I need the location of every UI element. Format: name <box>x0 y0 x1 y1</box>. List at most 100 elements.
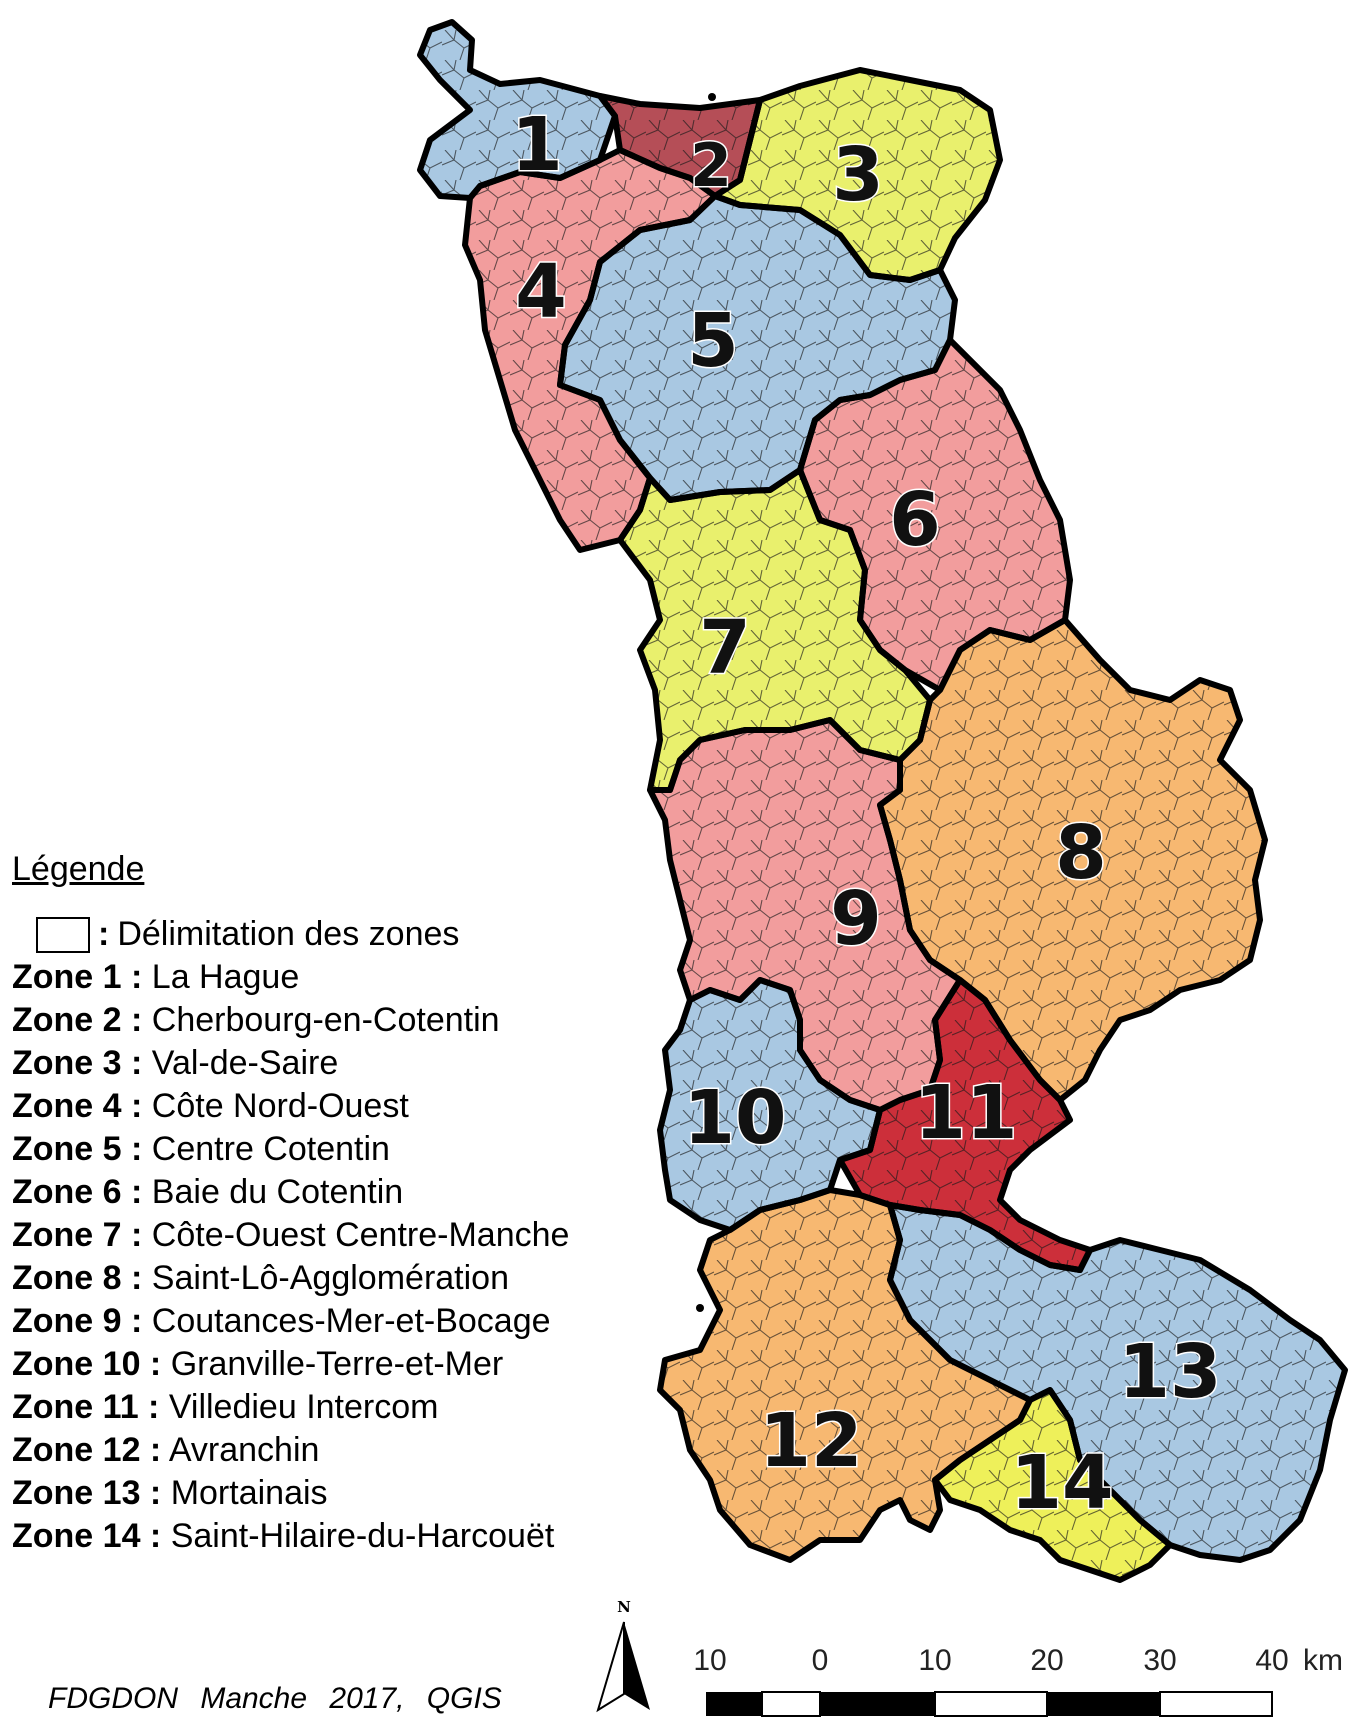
legend-zone-entry: Zone 5 : Centre Cotentin <box>12 1128 652 1171</box>
zone-number: 1 <box>511 102 563 188</box>
commune-texture <box>660 980 880 1230</box>
zone-number: 7 <box>699 605 751 691</box>
zone-border <box>887 1202 1348 1563</box>
scale-unit-label: km <box>1303 1644 1343 1677</box>
zone-number: 10 <box>684 1075 787 1161</box>
commune-texture <box>600 96 760 196</box>
scale-tick-label: 0 <box>812 1644 829 1677</box>
zone-number-labels: 1 2 3 4 5 6 7 8 9 10 11 12 13 14 <box>510 101 1223 1528</box>
legend-zone-label: Zone 12 : <box>12 1431 162 1469</box>
legend-zone-label: Zone 14 : <box>12 1517 162 1555</box>
zone-number: 2 <box>690 131 732 201</box>
legend-zone-name: Mortainais <box>170 1474 328 1512</box>
legend-boundary-label: Délimitation des zones <box>117 915 460 953</box>
legend-zone-label: Zone 1 : <box>12 958 143 996</box>
legend-zone-label: Zone 8 : <box>12 1259 143 1297</box>
commune-texture <box>715 70 1000 280</box>
map-credit: FDGDON Manche 2017, QGIS <box>48 1682 502 1715</box>
legend-zone-entry: Zone 9 : Coutances-Mer-et-Bocage <box>12 1300 652 1343</box>
commune-texture <box>890 1205 1345 1560</box>
legend-zone-label: Zone 2 : <box>12 1001 143 1039</box>
commune-texture <box>800 340 1070 690</box>
scale-tick-label: 30 <box>1143 1644 1176 1677</box>
scale-tick-label: 40 <box>1255 1644 1288 1677</box>
island-marker <box>708 93 716 101</box>
legend-zone-entry: Zone 8 : Saint-Lô-Agglomération <box>12 1257 652 1300</box>
zone-number: 3 <box>832 132 884 218</box>
legend-zone-entry: Zone 4 : Côte Nord-Ouest <box>12 1085 652 1128</box>
legend-zone-entry: Zone 14 : Saint-Hilaire-du-Harcouët <box>12 1515 652 1558</box>
legend-zone-entry: Zone 12 : Avranchin <box>12 1429 652 1472</box>
legend-zone-entry: Zone 13 : Mortainais <box>12 1472 652 1515</box>
scale-segment <box>934 1691 1048 1717</box>
legend-zone-label: Zone 7 : <box>12 1216 143 1254</box>
scale-tick-label: 20 <box>1030 1644 1063 1677</box>
legend-zone-label: Zone 4 : <box>12 1087 143 1125</box>
legend-zone-name: Côte-Ouest Centre-Manche <box>151 1216 570 1254</box>
legend-zone-label: Zone 3 : <box>12 1044 143 1082</box>
scale-segment <box>820 1692 935 1716</box>
scale-segment <box>1159 1691 1273 1717</box>
legend-title: Légende <box>12 850 145 888</box>
legend-zone-name: Granville-Terre-et-Mer <box>170 1345 504 1383</box>
legend-zone-label: Zone 5 : <box>12 1130 143 1168</box>
legend-zone-entry: Zone 10 : Granville-Terre-et-Mer <box>12 1343 652 1386</box>
legend-zone-name: Val-de-Saire <box>151 1044 339 1082</box>
legend-zone-name: Villedieu Intercom <box>168 1388 439 1426</box>
legend-zone-name: Saint-Lô-Agglomération <box>151 1259 509 1297</box>
zone-number: 5 <box>687 298 739 384</box>
north-arrow: N <box>596 1598 650 1713</box>
north-arrow-right-half <box>624 1622 650 1710</box>
scale-segment <box>706 1692 762 1716</box>
legend-zone-label: Zone 10 : <box>12 1345 162 1383</box>
zone-number: 13 <box>1119 1329 1222 1415</box>
zone-number: 8 <box>1055 810 1107 896</box>
scale-segment <box>761 1691 821 1717</box>
zone-number: 6 <box>889 477 941 563</box>
scale-segment <box>1047 1692 1160 1716</box>
legend-zone-entry: Zone 6 : Baie du Cotentin <box>12 1171 652 1214</box>
legend-zone-entry: Zone 2 : Cherbourg-en-Cotentin <box>12 999 652 1042</box>
legend-zone-entry: Zone 11 : Villedieu Intercom <box>12 1386 652 1429</box>
scale-bar: 10 0 10 20 30 40 km <box>693 1644 1343 1717</box>
zone-number: 9 <box>830 876 882 962</box>
north-arrow-left-half <box>596 1621 625 1713</box>
zone-number: 11 <box>915 1070 1018 1156</box>
commune-texture <box>560 196 955 500</box>
legend-zone-entry: Zone 1 : La Hague <box>12 956 652 999</box>
commune-texture <box>660 1190 1030 1560</box>
commune-texture <box>840 980 1090 1270</box>
zone-number: 12 <box>760 1398 863 1484</box>
legend-zone-name: Baie du Cotentin <box>151 1173 404 1211</box>
legend-zone-label: Zone 9 : <box>12 1302 143 1340</box>
legend-zone-name: Avranchin <box>168 1431 320 1469</box>
commune-texture <box>880 620 1265 1100</box>
legend-zone-entry: Zone 3 : Val-de-Saire <box>12 1042 652 1085</box>
scale-tick-label: 10 <box>693 1644 726 1677</box>
legend-zone-name: Saint-Hilaire-du-Harcouët <box>170 1517 555 1555</box>
commune-texture <box>620 470 930 790</box>
legend-separator: : <box>98 915 110 953</box>
north-arrow-label: N <box>617 1598 631 1616</box>
legend-zone-name: Côte Nord-Ouest <box>151 1087 409 1125</box>
legend-zone-name: Centre Cotentin <box>151 1130 390 1168</box>
legend-boundary-swatch <box>36 916 90 953</box>
legend-zone-label: Zone 11 : <box>12 1388 160 1426</box>
legend-zone-label: Zone 13 : <box>12 1474 162 1512</box>
zone-boundaries <box>417 19 1348 1583</box>
legend-boundary-entry: : Délimitation des zones <box>36 913 652 956</box>
legend-zone-name: La Hague <box>151 958 300 996</box>
legend-zone-name: Coutances-Mer-et-Bocage <box>151 1302 551 1340</box>
zone-border <box>932 1387 1173 1583</box>
island-marker <box>696 1304 704 1312</box>
zone-number: 14 <box>1011 1440 1114 1526</box>
legend: Légende : Délimitation des zones Zone 1 … <box>12 850 652 1558</box>
zone-number: 4 <box>515 249 567 335</box>
zone-border <box>657 977 883 1233</box>
legend-zone-entry: Zone 7 : Côte-Ouest Centre-Manche <box>12 1214 652 1257</box>
scale-tick-label: 10 <box>918 1644 951 1677</box>
legend-zone-name: Cherbourg-en-Cotentin <box>151 1001 500 1039</box>
